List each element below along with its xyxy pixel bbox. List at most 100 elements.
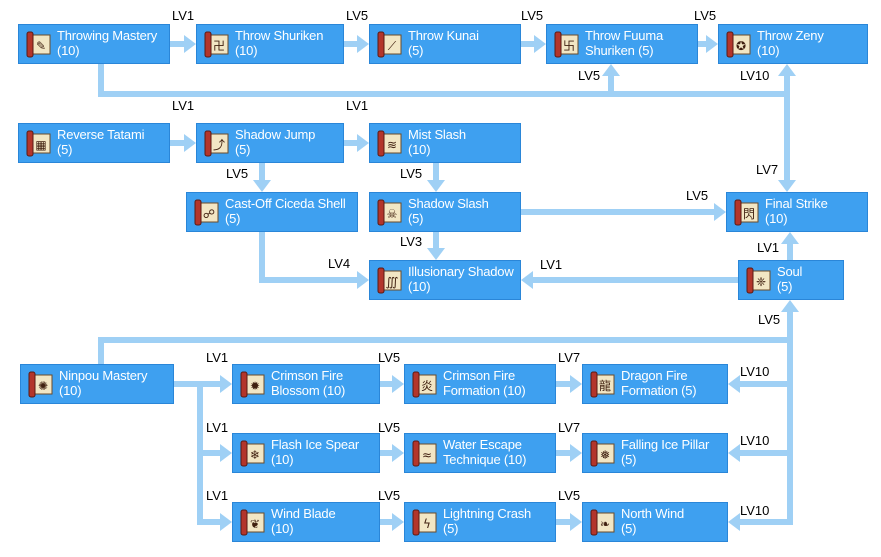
connector-arrowhead xyxy=(781,300,799,312)
svg-text:≈: ≈ xyxy=(422,448,432,462)
svg-text:∭: ∭ xyxy=(386,275,399,289)
skill-node-falling-ice-pillar[interactable]: ❅Falling Ice Pillar(5) xyxy=(582,433,728,473)
skill-node-throwing-mastery[interactable]: ✎Throwing Mastery(10) xyxy=(18,24,170,64)
skill-label: Soul(5) xyxy=(777,264,840,294)
svg-text:❈: ❈ xyxy=(756,275,766,289)
scroll-north-wind-icon: ❧ xyxy=(589,508,617,536)
skill-label: Throw Kunai(5) xyxy=(408,28,517,58)
scroll-final-strike-icon: 閃 xyxy=(733,198,761,226)
skill-name: Mist Slash xyxy=(408,127,466,142)
skill-max-level: (5) xyxy=(621,521,637,536)
skill-node-soul[interactable]: ❈ Soul(5) xyxy=(738,260,844,300)
svg-text:☍: ☍ xyxy=(203,207,215,221)
svg-text:❄: ❄ xyxy=(250,448,260,462)
level-requirement-so-is: LV1 xyxy=(540,257,563,272)
skill-node-wind-blade[interactable]: ❦Wind Blade(10) xyxy=(232,502,380,542)
scroll-ice-spear-icon: ❄ xyxy=(239,439,267,467)
connector-arrowhead xyxy=(570,444,582,462)
skill-node-shadow-jump[interactable]: ⤴Shadow Jump(5) xyxy=(196,123,344,163)
skill-name: Illusionary Shadow xyxy=(408,264,514,279)
connector-arrowhead xyxy=(427,180,445,192)
level-requirement-ss-is: LV3 xyxy=(400,234,423,249)
connector-arrowhead xyxy=(570,375,582,393)
skill-max-level: Shuriken (5) xyxy=(585,43,654,58)
scroll-jump-icon: ⤴ xyxy=(203,129,231,157)
skill-max-level: (5) xyxy=(235,142,251,157)
skill-name: Throw Shuriken xyxy=(235,28,324,43)
scroll-fuuma-icon: 卐 xyxy=(553,30,581,58)
level-requirement-tk-tf: LV5 xyxy=(521,8,544,23)
skill-name: Wind Blade xyxy=(271,506,336,521)
svg-text:✹: ✹ xyxy=(250,379,260,393)
level-requirement-nm-fi: LV1 xyxy=(206,420,229,435)
scroll-kunai-icon: ✎ xyxy=(25,30,53,58)
skill-label: Illusionary Shadow(10) xyxy=(408,264,517,294)
scroll-tatami-icon: ▦ xyxy=(25,129,53,157)
level-requirement-nm-nw: LV10 xyxy=(740,503,770,518)
scroll-soul-icon: ❈ xyxy=(745,266,773,294)
skill-max-level: (5) xyxy=(621,452,637,467)
skill-label: North Wind(5) xyxy=(621,506,724,536)
level-requirement-wb-lc: LV5 xyxy=(378,488,401,503)
level-requirement-cf-df: LV7 xyxy=(558,350,581,365)
scroll-fire-formation-icon: 炎 xyxy=(411,370,439,398)
skill-max-level: (10) xyxy=(765,211,788,226)
skill-node-illusionary-shadow[interactable]: ∭ Illusionary Shadow(10) xyxy=(369,260,521,300)
scroll-kunai-icon: ⟋ xyxy=(376,30,404,58)
skill-label: Throwing Mastery(10) xyxy=(57,28,166,58)
skill-node-north-wind[interactable]: ❧North Wind(5) xyxy=(582,502,728,542)
connector-arrowhead xyxy=(220,375,232,393)
scroll-zeny-icon: ✪ xyxy=(725,30,753,58)
connector-arrowhead xyxy=(778,64,796,76)
skill-node-throw-zeny[interactable]: ✪Throw Zeny(10) xyxy=(718,24,868,64)
skill-name: Falling Ice Pillar xyxy=(621,437,710,452)
connector-arrowhead xyxy=(184,134,196,152)
connector-arrowhead xyxy=(357,271,369,289)
skill-node-flash-ice-spear[interactable]: ❄ Flash Ice Spear(10) xyxy=(232,433,380,473)
skill-node-cast-off-cicada-shell[interactable]: ☍ Cast-Off Ciceda Shell(5) xyxy=(186,192,358,232)
skill-node-shadow-slash[interactable]: ☠Shadow Slash(5) xyxy=(369,192,521,232)
skill-node-reverse-tatami[interactable]: ▦Reverse Tatami(5) xyxy=(18,123,170,163)
skill-name: Throwing Mastery xyxy=(57,28,158,43)
skill-name: Flash Ice Spear xyxy=(271,437,360,452)
connector-arrowhead xyxy=(534,35,546,53)
svg-text:閃: 閃 xyxy=(743,207,755,221)
skill-label: Reverse Tatami(5) xyxy=(57,127,166,157)
svg-text:卍: 卍 xyxy=(213,39,225,53)
skill-max-level: (5) xyxy=(408,211,424,226)
connector-arrowhead xyxy=(392,444,404,462)
skill-max-level: Formation (10) xyxy=(443,383,526,398)
level-requirement-we-fp: LV7 xyxy=(558,420,581,435)
skill-node-mist-slash[interactable]: ≋Mist Slash(10) xyxy=(369,123,521,163)
scroll-fire-blossom-icon: ✹ xyxy=(239,370,267,398)
skill-max-level: (10) xyxy=(408,279,431,294)
skill-label: Falling Ice Pillar(5) xyxy=(621,437,724,467)
svg-text:≋: ≋ xyxy=(387,138,397,152)
connector-arrowhead xyxy=(728,444,740,462)
skill-node-ninpou-mastery[interactable]: ✺Ninpou Mastery(10) xyxy=(20,364,174,404)
skill-max-level: (10) xyxy=(271,452,294,467)
scroll-shuriken-icon: 卍 xyxy=(203,30,231,58)
skill-label: Cast-Off Ciceda Shell(5) xyxy=(225,196,354,226)
skill-node-throw-kunai[interactable]: ⟋Throw Kunai(5) xyxy=(369,24,521,64)
connector-arrowhead xyxy=(521,271,533,289)
scroll-ninpou-icon: ✺ xyxy=(27,370,55,398)
skill-label: Ninpou Mastery(10) xyxy=(59,368,170,398)
connector-arrowhead xyxy=(728,375,740,393)
level-requirement-ts-tk: LV5 xyxy=(346,8,369,23)
skill-label: Lightning Crash(5) xyxy=(443,506,552,536)
scroll-dragon-fire-icon: 龍 xyxy=(589,370,617,398)
skill-max-level: (5) xyxy=(408,43,424,58)
